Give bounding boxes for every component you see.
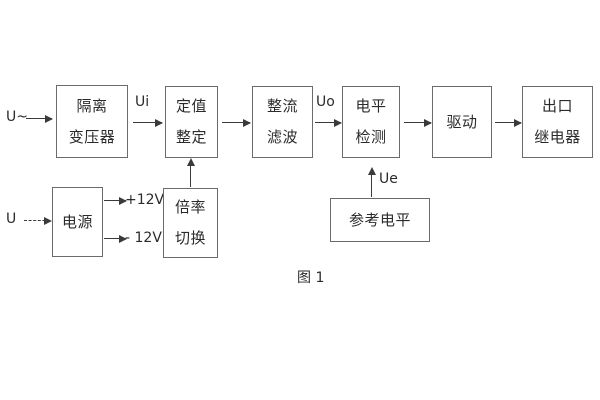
input-dc-label: U [6,211,17,227]
box-output-relay: 出口 继电器 [522,86,593,158]
box-power-supply-line-1: 电源 [61,212,93,231]
box-output-relay-line-2: 继电器 [534,128,581,146]
box-output-relay-line-1: 出口 [541,97,573,115]
box-isolation-transformer-line-2: 变压器 [68,127,116,146]
arrow-setting-value-to-rectify-filter [222,118,251,127]
box-multiplier-switch-line-1: 倍率 [174,198,206,216]
box-rectify-filter-line-1: 整流 [266,97,298,115]
arrow-power-supply-rail-negative [104,234,127,243]
box-rectify-filter: 整流 滤波 [252,86,313,158]
arrow-level-detection-to-drive [404,118,432,127]
arrow-input-dc-to-power-supply [24,216,52,225]
box-drive: 驱动 [432,86,492,158]
box-level-detection: 电平 检测 [342,86,400,158]
box-setting-value: 定值 整定 [165,86,218,158]
box-rectify-filter-line-2: 滤波 [266,128,298,146]
box-isolation-transformer-line-1: 隔离 [76,96,108,115]
box-drive-line-1: 驱动 [446,112,478,131]
arrow-multiplier-switch-to-setting-value [186,158,195,187]
box-level-detection-line-2: 检测 [355,128,387,146]
box-isolation-transformer: 隔离 变压器 [56,85,128,158]
box-reference-level-line-1: 参考电平 [348,210,411,229]
signal-ue-label: Ue [379,171,398,187]
box-power-supply: 电源 [52,187,103,257]
box-multiplier-switch-line-2: 切换 [174,229,206,247]
box-reference-level: 参考电平 [330,198,430,242]
box-level-detection-line-1: 电平 [355,97,387,115]
arrow-reference-level-to-level-detection [367,167,376,197]
signal-ui-label: Ui [135,94,150,110]
box-multiplier-switch: 倍率 切换 [163,188,218,258]
arrow-power-supply-rail-positive [104,196,127,205]
box-setting-value-line-2: 整定 [175,128,207,146]
arrow-drive-to-output-relay [495,118,522,127]
box-setting-value-line-1: 定值 [175,97,207,115]
figure-caption: 图 1 [297,270,325,286]
arrow-rectify-filter-to-level-detection [315,118,342,127]
signal-uo-label: Uo [316,94,335,110]
rail-negative-label: - 12V [125,230,162,246]
arrow-input-ac-to-isolation-transformer [26,114,53,123]
arrow-isolation-transformer-to-setting-value [133,118,163,127]
rail-positive-label: +12V [125,192,165,208]
input-ac-label: U~ [6,109,28,125]
